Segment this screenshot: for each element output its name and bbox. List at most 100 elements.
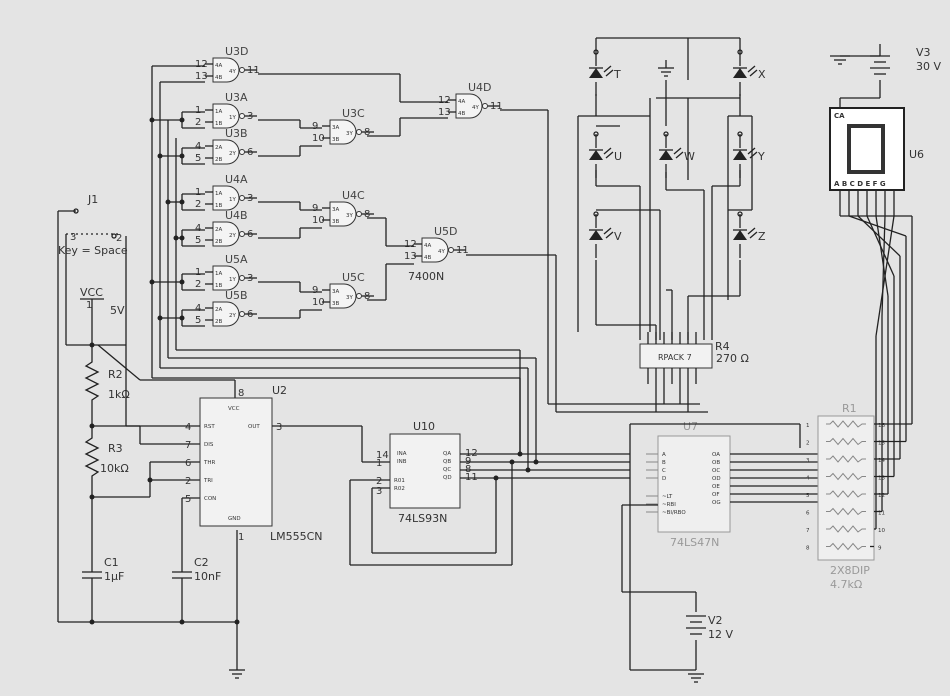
vcc-value: 5V xyxy=(110,304,125,317)
gate-in2-label: 3B xyxy=(332,301,339,307)
capacitor-c2[interactable]: C2 10nF xyxy=(172,498,221,622)
rpack-r4[interactable]: RPACK 7 R4 270 Ω xyxy=(639,340,749,369)
dip-right-pin: 10 xyxy=(878,528,885,534)
led-y[interactable]: Y xyxy=(733,131,765,178)
gate-in2-label: 4B xyxy=(458,111,465,117)
seven-segment-display[interactable]: CA A B C D E F G U6 xyxy=(829,107,924,191)
gate-ref: U3C xyxy=(342,107,365,120)
v3-ref: V3 xyxy=(916,46,931,59)
switch-j1[interactable]: J1 3 2 Key = Space xyxy=(57,193,128,622)
pin-out: OUT xyxy=(248,424,260,430)
led-w[interactable]: W xyxy=(659,131,695,178)
gate-pinout: 3 xyxy=(247,193,253,204)
gate-ref: U4A xyxy=(225,173,248,186)
pinnum-dis: 7 xyxy=(185,440,191,451)
resistor-r3[interactable]: R3 10kΩ xyxy=(84,410,129,486)
gate-in2-label: 3B xyxy=(332,219,339,225)
timer-ref: U2 xyxy=(272,384,287,397)
gate-in2-label: 2B xyxy=(215,239,222,245)
led-t[interactable]: T xyxy=(589,49,621,96)
gate-out-label: 1Y xyxy=(229,197,236,203)
decoder-74ls47[interactable]: U7 74LS47N xyxy=(657,420,731,549)
gate-in2-label: 1B xyxy=(215,283,222,289)
source-v3[interactable]: V3 30 V xyxy=(870,46,941,75)
gate-pin2: 5 xyxy=(195,153,201,164)
gate-in1-label: 2A xyxy=(215,227,222,233)
gate-pinout: 3 xyxy=(247,111,253,122)
gate-ref: U5B xyxy=(225,289,248,302)
decoder-out-label: OC xyxy=(712,468,720,474)
counter-74ls93[interactable]: INA INB R01 R02 QA QB QC QD U10 74LS93N xyxy=(389,420,461,525)
gate-pinout: 11 xyxy=(247,65,260,76)
led-label: X xyxy=(758,68,766,81)
gate-pin2: 5 xyxy=(195,315,201,326)
gate-in1-label: 3A xyxy=(332,207,339,213)
led-u[interactable]: U xyxy=(589,131,622,178)
led-x[interactable]: X xyxy=(733,49,766,96)
decoder-in-label: C xyxy=(662,468,666,474)
gate-pin1: 1 xyxy=(195,187,201,198)
dip-ref: R1 xyxy=(842,402,857,415)
gate-in1-label: 4A xyxy=(458,99,465,105)
gate-in1-label: 3A xyxy=(332,125,339,131)
gate-in1-label: 2A xyxy=(215,307,222,313)
gate-pin2: 13 xyxy=(438,107,451,118)
gate-ref: U3A xyxy=(225,91,248,104)
dip-right-pin: 11 xyxy=(878,511,885,517)
pin-qd: QD xyxy=(443,475,452,481)
led-label: W xyxy=(684,150,695,163)
v3-value: 30 V xyxy=(916,60,941,73)
decoder-in-label: B xyxy=(662,460,666,466)
pin-r02: R02 xyxy=(394,486,405,492)
dip-left-pin: 6 xyxy=(806,511,810,517)
c2-ref: C2 xyxy=(194,556,209,569)
decoder-in-label: ~BI/RBO xyxy=(662,510,686,516)
resistor-r2[interactable]: R2 1kΩ xyxy=(84,306,130,410)
gate-out-label: 2Y xyxy=(229,151,236,157)
gate-in1-label: 3A xyxy=(332,289,339,295)
gate-in1-label: 2A xyxy=(215,145,222,151)
led-v[interactable]: V xyxy=(589,211,622,258)
gate-pin1: 4 xyxy=(195,223,201,234)
timer-555[interactable]: VCC RST DIS THR TRI CON OUT GND 4 7 6 2 … xyxy=(185,384,323,543)
gate-out-label: 2Y xyxy=(229,313,236,319)
led-z[interactable]: Z xyxy=(733,211,766,258)
c1-value: 1µF xyxy=(104,570,124,583)
gate-pin2: 2 xyxy=(195,279,201,290)
gate-out-label: 1Y xyxy=(229,115,236,121)
gate-out-label: 3Y xyxy=(346,213,353,219)
pin-r01: R01 xyxy=(394,478,405,484)
gate-pin2: 2 xyxy=(195,199,201,210)
gate-ref: U4B xyxy=(225,209,248,222)
decoder-ref: U7 xyxy=(683,420,698,433)
dip-resistor-r1[interactable]: R1 2X8DIP 4.7kΩ xyxy=(817,402,875,591)
gate-out-label: 4Y xyxy=(229,69,236,75)
gate-in1-label: 4A xyxy=(424,243,431,249)
gate-out-label: 2Y xyxy=(229,233,236,239)
gate-pin1: 4 xyxy=(195,141,201,152)
source-v2[interactable]: V2 12 V xyxy=(686,614,733,641)
gate-in2-label: 2B xyxy=(215,319,222,325)
decoder-out-label: OF xyxy=(712,492,720,498)
dip-left-pin: 8 xyxy=(806,546,810,552)
gate-pin2: 5 xyxy=(195,235,201,246)
gate-pin1: 9 xyxy=(312,285,318,296)
gate-ref: U3D xyxy=(225,45,249,58)
capacitor-c1[interactable]: C1 1µF xyxy=(82,556,124,622)
digit-zero xyxy=(847,124,885,174)
display-ca: CA xyxy=(834,112,845,120)
decoder-out-label: OA xyxy=(712,452,720,458)
gate-out-label: 3Y xyxy=(346,295,353,301)
